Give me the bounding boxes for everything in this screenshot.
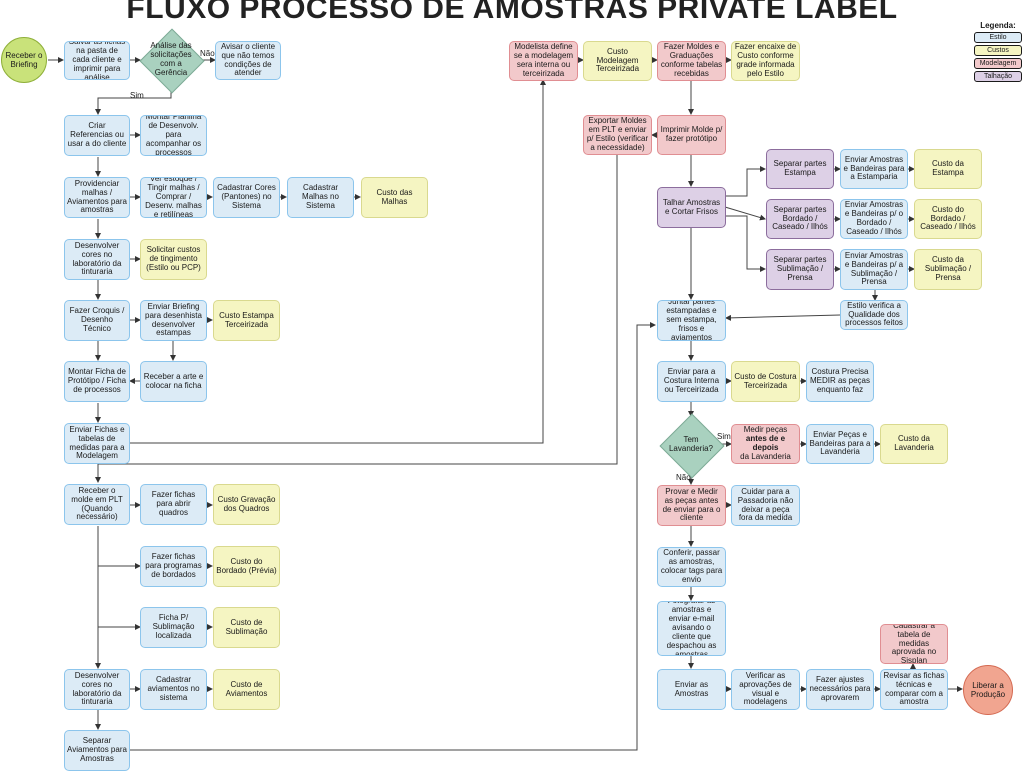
box-ficha-sublimacao: Ficha P/ Sublimação localizada — [140, 607, 207, 648]
box-custo-malhas: Custo das Malhas — [361, 177, 428, 218]
box-custo-estampa: Custo da Estampa — [914, 149, 982, 189]
box-imprimir-molde: Imprimir Molde p/ fazer protótipo — [657, 115, 726, 155]
box-enviar-fichas: Enviar Fichas e tabelas de medidas para … — [64, 423, 130, 464]
box-cuidar-passadoria: Cuidar para a Passadoria não deixar a pe… — [731, 485, 800, 526]
legend-item-talhacao: Talhação — [974, 71, 1022, 82]
box-estilo-verifica: Estilo verifica a Qualidade dos processo… — [840, 300, 908, 330]
box-costura-precisa: Costura Precisa MEDIR as peças enquanto … — [806, 361, 874, 402]
box-custo-sublimacao: Custo de Sublimação — [213, 607, 280, 648]
box-fazer-moldes: Fazer Moldes e Graduações conforme tabel… — [657, 41, 726, 81]
legend-item-custos: Custos — [974, 45, 1022, 56]
box-exportar-moldes: Exportar Moldes em PLT e enviar p/ Estil… — [583, 115, 652, 155]
box-provar-medir: Provar e Medir as peças antes de enviar … — [657, 485, 726, 526]
box-talhar-amostras: Talhar Amostras e Cortar Frisos — [657, 187, 726, 228]
legend: Legenda: Estilo Custos Modelagem Talhaçã… — [974, 21, 1022, 82]
legend-title: Legenda: — [980, 21, 1016, 30]
box-enviar-lavanderia: Enviar Peças e Bandeiras para a Lavander… — [806, 424, 874, 464]
box-enviar-estamparia: Enviar Amostras e Bandeiras para a Estam… — [840, 149, 908, 189]
start-node-receber-briefing: Receber o Briefing — [1, 37, 47, 83]
box-custo-lavanderia: Custo da Lavanderia — [880, 424, 948, 464]
medir-pecas-text-2: da Lavanderia — [740, 451, 791, 461]
box-enviar-costura: Enviar para a Costura Interna ou Terceir… — [657, 361, 726, 402]
box-enviar-briefing: Enviar Briefing para desenhista desenvol… — [140, 300, 207, 341]
legend-item-modelagem: Modelagem — [974, 58, 1022, 69]
box-custo-estampa-terceirizada: Custo Estampa Terceirizada — [213, 300, 280, 341]
branch-label-sim: Sim — [130, 91, 144, 100]
decision-analise: Análise das solicitações com a Gerência — [139, 28, 205, 94]
box-enviar-bordado: Enviar Amostras e Bandeiras p/ o Bordado… — [840, 199, 908, 239]
box-avisar-cliente: Avisar o cliente que não temos condições… — [215, 41, 281, 80]
box-criar-referencias: Criar Referencias ou usar a do cliente — [64, 115, 130, 156]
box-fotografar: Fotografar as amostras e enviar e-mail a… — [657, 601, 726, 656]
branch-label-nao: Não — [200, 49, 215, 58]
box-custo-bordado: Custo do Bordado (Prévia) — [213, 546, 280, 587]
decision-tem-lavanderia: Tem Lavanderia? — [659, 413, 725, 479]
decision-analise-label: Análise das solicitações com a Gerência — [150, 41, 192, 77]
box-custo-costura: Custo de Costura Terceirizada — [731, 361, 800, 402]
box-fazer-fichas-bordados: Fazer fichas para programas de bordados — [140, 546, 207, 587]
box-receber-molde: Receber o molde em PLT (Quando necessári… — [64, 484, 130, 525]
box-verificar-aprovacoes: Verificar as aprovações de visual e mode… — [731, 669, 800, 710]
box-cadastrar-tabela: Cadastrar a tabela de medidas aprovada n… — [880, 624, 948, 664]
box-fazer-fichas-quadros: Fazer fichas para abrir quadros — [140, 484, 207, 525]
box-cadastrar-cores: Cadastrar Cores (Pantones) no Sistema — [213, 177, 280, 218]
box-montar-ficha: Montar Ficha de Protótipo / Ficha de pro… — [64, 361, 130, 402]
box-custo-aviamentos: Custo de Aviamentos — [213, 669, 280, 710]
box-custo-bordado-caseado: Custo do Bordado / Caseado / Ilhós — [914, 199, 982, 239]
legend-item-estilo: Estilo — [974, 32, 1022, 43]
box-custo-modelagem: Custo Modelagem Terceirizada — [583, 41, 652, 81]
medir-pecas-text-bold: antes de e depois — [745, 434, 786, 452]
box-cadastrar-malhas: Cadastrar Malhas no Sistema — [287, 177, 354, 218]
box-fazer-encaixe: Fazer encaixe de Custo conforme grade in… — [731, 41, 800, 81]
box-revisar-fichas: Revisar as fichas técnicas e comparar co… — [880, 669, 948, 710]
medir-pecas-text-1: Medir peças — [743, 425, 788, 435]
box-separar-aviamentos: Separar Aviamentos para Amostras — [64, 730, 130, 771]
box-separar-sublimacao: Separar partes Sublimação / Prensa — [766, 249, 834, 290]
branch-label-sim-lavanderia: Sim — [717, 432, 731, 441]
box-fazer-croquis: Fazer Croquis / Desenho Técnico — [64, 300, 130, 341]
box-ver-estoque: Ver estoque / Tingir malhas / Comprar / … — [140, 177, 207, 218]
box-receber-arte: Receber a arte e colocar na ficha — [140, 361, 207, 402]
box-cadastrar-aviamentos: Cadastrar aviamentos no sistema — [140, 669, 207, 710]
box-montar-planilha: Montar Planilha de Desenvolv. para acomp… — [140, 115, 207, 156]
page-title: FLUXO PROCESSO DE AMOSTRAS PRIVATE LABEL — [126, 0, 898, 25]
box-enviar-amostras: Enviar as Amostras — [657, 669, 726, 710]
box-desenvolver-cores-1: Desenvolver cores no laboratório da tint… — [64, 239, 130, 280]
box-separar-estampa: Separar partes Estampa — [766, 149, 834, 189]
box-salvar-fichas: Salvar as fichas na pasta de cada client… — [64, 41, 130, 80]
box-juntar-partes: Juntar partes estampadas e sem estampa, … — [657, 300, 726, 341]
box-desenvolver-cores-2: Desenvolver cores no laboratório da tint… — [64, 669, 130, 710]
box-fazer-ajustes: Fazer ajustes necessários para aprovarem — [806, 669, 874, 710]
box-providenciar: Providenciar malhas / Aviamentos para am… — [64, 177, 130, 218]
box-modelista: Modelista define se a modelagem sera int… — [509, 41, 578, 81]
box-separar-bordado: Separar partes Bordado / Caseado / Ilhós — [766, 199, 834, 239]
box-custo-sublimacao-prensa: Custo da Sublimação / Prensa — [914, 249, 982, 290]
box-conferir: Conferir, passar as amostras, colocar ta… — [657, 547, 726, 587]
decision-lavanderia-label: Tem Lavanderia? — [668, 435, 714, 453]
box-custo-gravacao: Custo Gravação dos Quadros — [213, 484, 280, 525]
end-node-liberar-producao: Liberar a Produção — [963, 665, 1013, 715]
box-solicitar-custos: Solicitar custos de tingimento (Estilo o… — [140, 239, 207, 280]
box-enviar-sublimacao: Enviar Amostras e Bandeiras p/ a Sublima… — [840, 249, 908, 290]
branch-label-nao-lavanderia: Não — [676, 473, 691, 482]
